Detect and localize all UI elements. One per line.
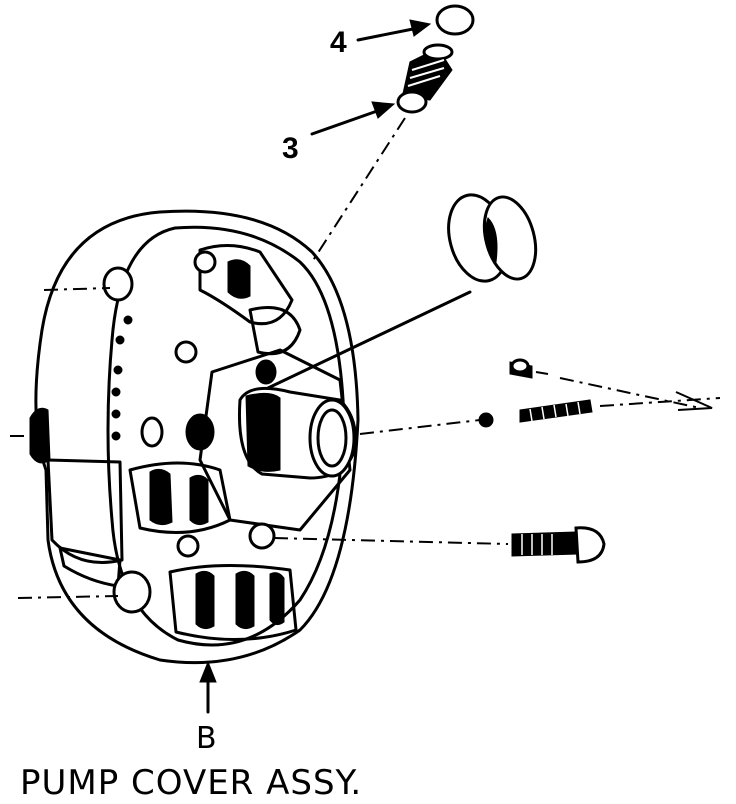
spring-alignment-line (599, 397, 721, 407)
small-screw-part (509, 358, 549, 379)
callout-b: B (196, 660, 217, 756)
valve-cap-part (435, 4, 475, 36)
callout-3-leader (310, 108, 382, 136)
pump-cover-body (29, 209, 360, 665)
check-spring-part (519, 399, 593, 423)
rim-bolt-hole (102, 266, 134, 302)
diagram-caption: PUMP COVER ASSY. (20, 763, 362, 803)
bolt-alignment-line (273, 537, 509, 545)
callout-b-arrowhead (199, 660, 217, 683)
bolt-alignment-line (17, 595, 119, 599)
ball-alignment-line (359, 419, 481, 435)
callout-3-number: 3 (282, 132, 299, 165)
bolt-part (511, 526, 606, 564)
bolt-alignment-line (43, 287, 111, 291)
callout-3: 3 (282, 101, 396, 165)
callout-4-number: 4 (330, 26, 347, 59)
valve-spring-assembly (396, 43, 454, 114)
rim-bolt-hole (112, 570, 152, 614)
screw-alignment-line (559, 377, 701, 409)
seal-rings (447, 193, 538, 283)
check-ball-part (478, 412, 494, 428)
callout-b-letter: B (196, 721, 217, 756)
alignment-vertex (675, 391, 713, 411)
seal-ring-alignment-line (266, 290, 472, 390)
callout-4-arrowhead (409, 19, 432, 37)
callout-3-arrowhead (371, 101, 396, 119)
callout-4: 4 (330, 19, 432, 59)
valve-alignment-line (311, 117, 406, 263)
callout-4-leader (356, 26, 420, 42)
